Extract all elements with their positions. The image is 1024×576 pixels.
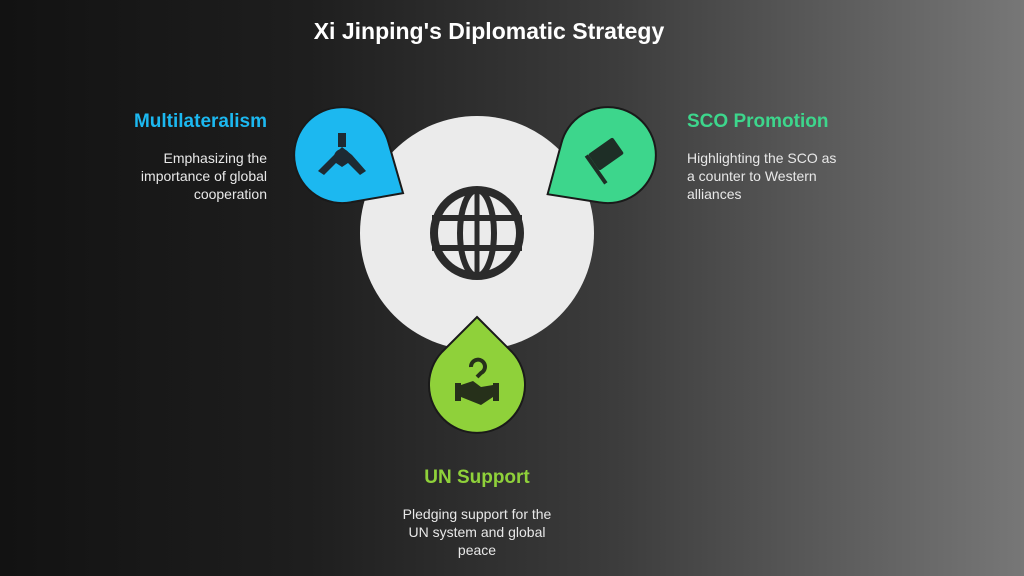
description-line: UN system and global [408,524,546,540]
sco-description: Highlighting the SCO as a counter to Wes… [687,149,836,203]
description-line: Emphasizing the [163,150,267,166]
description-line: importance of global [140,168,267,184]
description-line: cooperation [193,186,267,202]
un-description: Pledging support for the UN system and g… [377,505,577,559]
globe-icon [430,186,524,280]
un-heading: UN Support [424,467,530,488]
handshake-icon [455,357,499,405]
flag-icon [584,137,624,185]
description-line: a counter to Western [687,168,817,184]
description-line: Pledging support for the [402,506,552,522]
description-line: peace [457,542,497,558]
multilateralism-heading: Multilateralism [133,111,267,132]
description-line: alliances [687,186,742,202]
sco-heading: SCO Promotion [687,111,829,132]
multilateralism-description: Emphasizing the importance of global coo… [141,149,267,203]
description-line: Highlighting the SCO as [687,150,837,166]
page-title: Xi Jinping's Diplomatic Strategy [313,18,665,44]
hands-together-icon [318,133,366,175]
